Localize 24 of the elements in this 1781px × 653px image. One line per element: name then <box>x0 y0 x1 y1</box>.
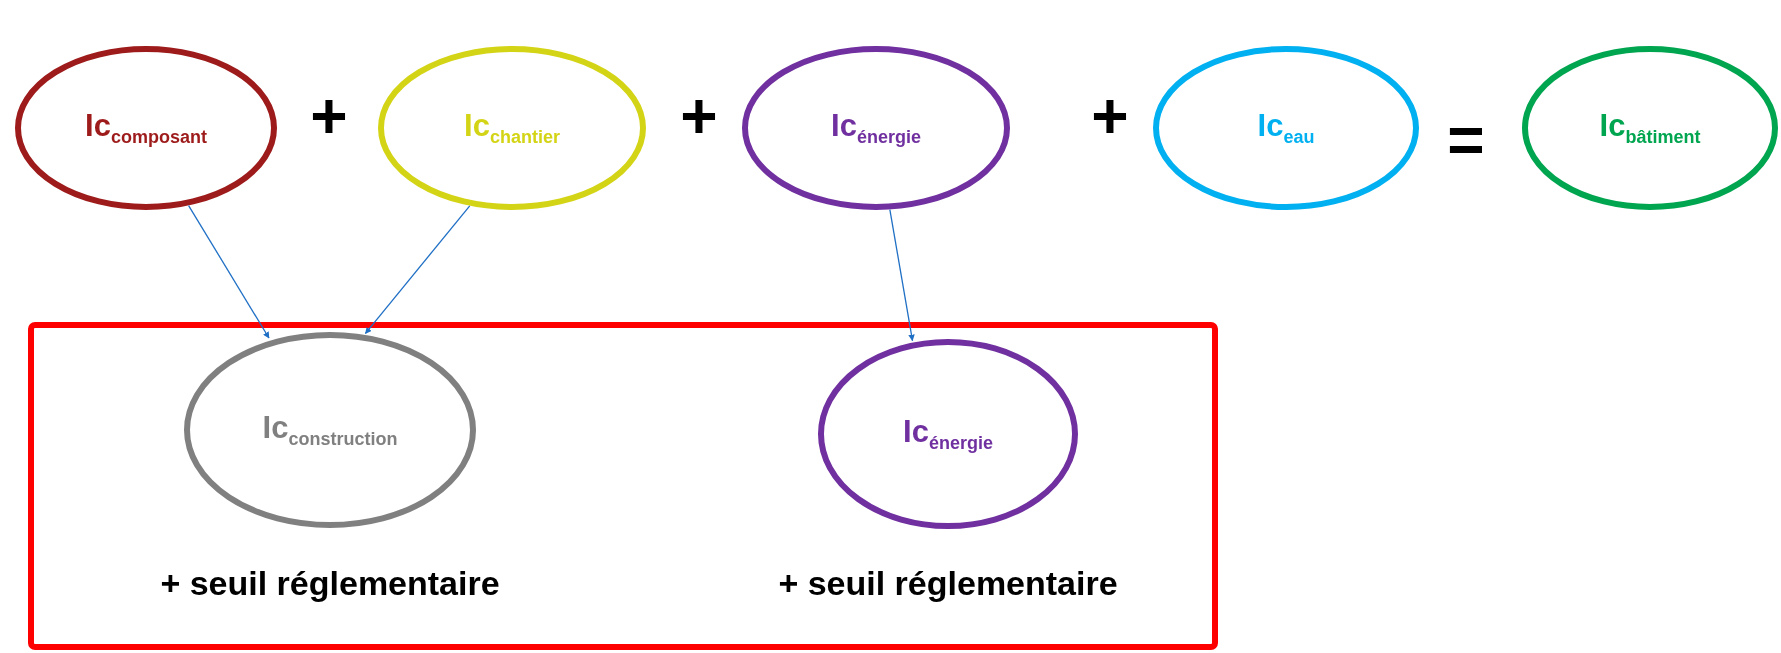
arrow <box>889 208 915 342</box>
operator-symbol: + <box>680 84 718 148</box>
operator-symbol: + <box>1091 84 1129 148</box>
ellipse-node <box>818 339 1078 529</box>
indicator-label: Ic$_{construction}$ <box>262 410 398 450</box>
ellipse-node <box>184 332 476 528</box>
arrow <box>187 204 270 339</box>
indicator-label: Ic$_{eau}$ <box>1257 108 1315 148</box>
ellipse-node <box>742 46 1010 210</box>
operator-symbol: + <box>310 84 348 148</box>
indicator-label: Ic$_{énergie}$ <box>831 108 921 148</box>
threshold-note: + seuil réglementaire <box>778 564 1118 603</box>
frame-box <box>28 322 1218 650</box>
ellipse-node <box>1153 46 1419 210</box>
operator-symbol: = <box>1447 108 1485 172</box>
indicator-label: Ic$_{bâtiment}$ <box>1599 108 1701 148</box>
indicator-label: Ic$_{composant}$ <box>85 108 207 148</box>
threshold-note: + seuil réglementaire <box>160 564 500 603</box>
ellipse-node <box>15 46 277 210</box>
indicator-label: Ic$_{énergie}$ <box>903 414 993 454</box>
arrow <box>364 205 471 335</box>
indicator-label: Ic$_{chantier}$ <box>464 108 560 148</box>
ellipse-node <box>378 46 646 210</box>
ellipse-node <box>1522 46 1778 210</box>
